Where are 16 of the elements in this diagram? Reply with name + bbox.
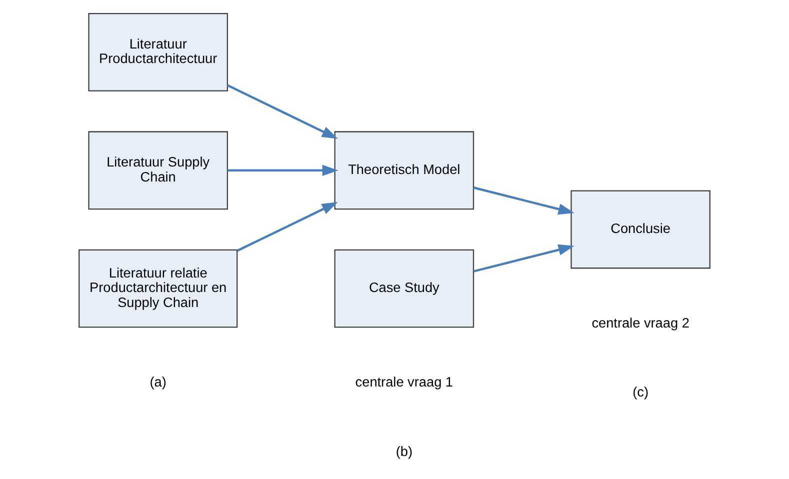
node-box: Literatuur Productarchitectuur xyxy=(88,12,228,91)
arrow xyxy=(473,244,574,272)
arrow xyxy=(236,201,338,252)
label: (a) xyxy=(150,374,166,389)
label: (c) xyxy=(632,384,649,400)
arrow xyxy=(226,84,338,138)
node-box: Theoretisch Model xyxy=(334,130,474,210)
node-box: Literatuur Supply Chain xyxy=(88,130,228,210)
label: (b) xyxy=(396,443,412,458)
label: centrale vraag 1 xyxy=(355,374,454,389)
arrow xyxy=(227,164,338,176)
node-box: Conclusie xyxy=(570,190,710,268)
node-box: Case Study xyxy=(334,248,474,328)
label: centrale vraag 2 xyxy=(592,314,690,330)
arrow xyxy=(473,186,574,214)
node-box: Literatuur relatie Productarchitectuur en Supply Chain xyxy=(78,248,238,328)
